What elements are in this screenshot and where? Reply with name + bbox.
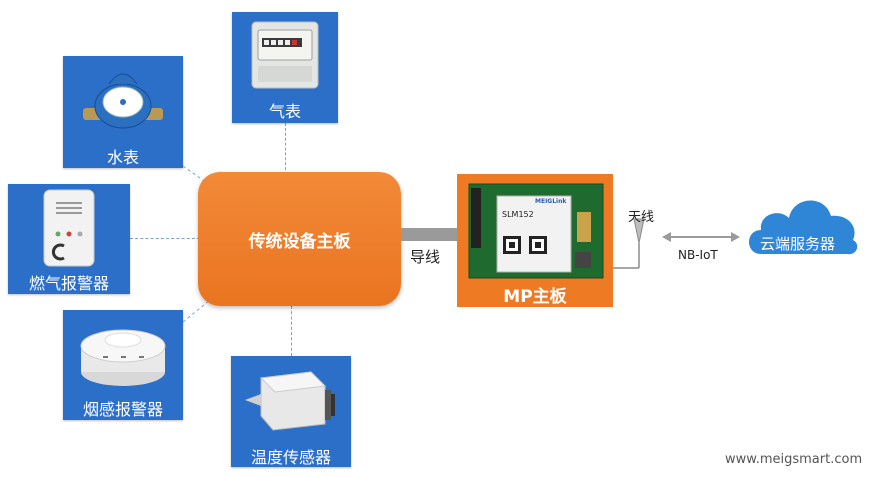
water-meter-label: 水表 xyxy=(106,148,139,167)
mp-board-label: MP主板 xyxy=(503,287,567,307)
temp-sensor-label: 温度传感器 xyxy=(250,448,331,467)
antenna-label: 天线 xyxy=(628,210,655,225)
traditional-main-board: 传统设备主板 xyxy=(198,172,401,306)
main-board-label: 传统设备主板 xyxy=(248,232,351,252)
gas-meter-tile: 气表 xyxy=(232,12,338,123)
water-meter-icon xyxy=(83,73,163,129)
connector-temp-sensor xyxy=(291,306,292,356)
cloud-server-label: 云端服务器 xyxy=(760,235,836,253)
water-meter-tile: 水表 xyxy=(63,56,183,168)
smoke-alarm-icon xyxy=(80,329,166,386)
connector-gas-meter xyxy=(285,123,286,175)
connector-gas-alarm xyxy=(130,238,200,239)
pcb-icon xyxy=(468,183,604,279)
nbiot-label: NB-IoT xyxy=(678,248,718,262)
module-model: SLM152 xyxy=(502,210,534,219)
connector-smoke-alarm xyxy=(182,299,211,323)
antenna-icon xyxy=(613,218,645,269)
smoke-alarm-tile: 烟感报警器 xyxy=(63,310,183,420)
mp-board: MEIGLink SLM152 MP主板 xyxy=(457,174,613,307)
cloud-icon xyxy=(749,200,858,255)
gas-meter-icon xyxy=(251,21,319,89)
gas-alarm-tile: 燃气报警器 xyxy=(8,184,130,294)
temp-sensor-tile: 温度传感器 xyxy=(231,356,351,467)
gas-alarm-icon xyxy=(43,189,95,267)
wire-label: 导线 xyxy=(410,248,441,266)
temp-sensor-icon xyxy=(245,371,335,431)
smoke-alarm-label: 烟感报警器 xyxy=(82,400,163,419)
watermark: www.meigsmart.com xyxy=(725,452,863,467)
bidirectional-arrow-icon xyxy=(662,232,740,242)
wire xyxy=(401,228,459,241)
gas-alarm-label: 燃气报警器 xyxy=(28,274,109,293)
module-brand: MEIGLink xyxy=(535,198,567,205)
gas-meter-label: 气表 xyxy=(268,102,301,121)
